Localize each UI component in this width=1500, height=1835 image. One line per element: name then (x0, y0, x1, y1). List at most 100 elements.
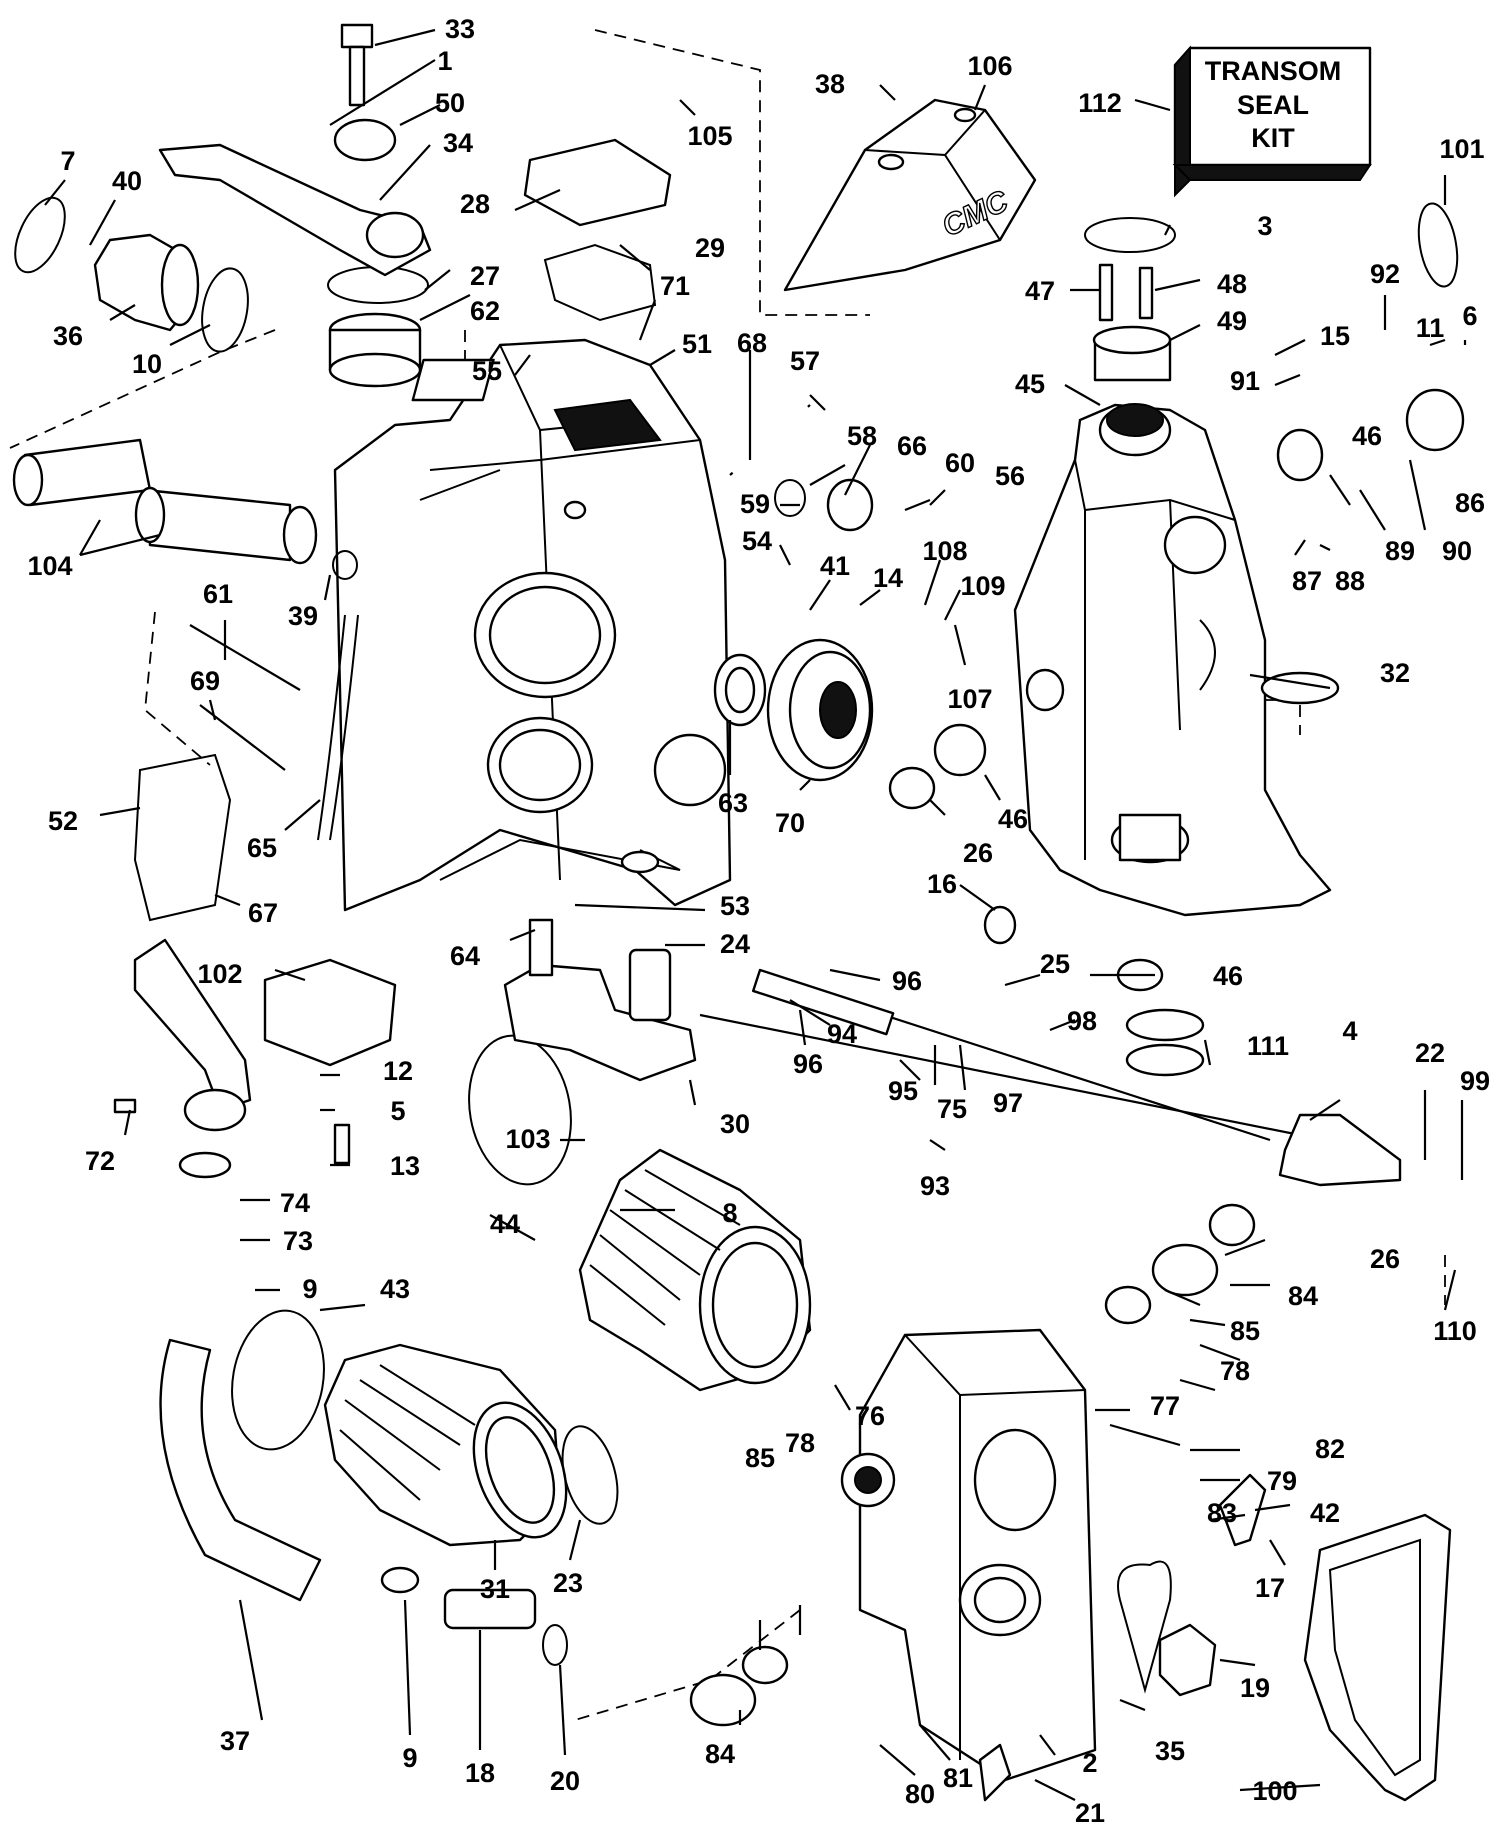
callout-9b: 9 (402, 1743, 417, 1773)
callout-38: 38 (815, 69, 845, 99)
callout-labels: 33 1 50 34 7 40 36 10 27 62 55 28 105 29… (27, 14, 1490, 1828)
callout-24: 24 (720, 929, 750, 959)
callout-97: 97 (993, 1088, 1023, 1118)
callout-14: 14 (873, 563, 903, 593)
callout-80: 80 (905, 1779, 935, 1809)
callout-100: 100 (1252, 1776, 1297, 1806)
callout-64: 64 (450, 941, 480, 971)
callout-96b: 96 (793, 1049, 823, 1079)
callout-19: 19 (1240, 1673, 1270, 1703)
callout-4: 4 (1342, 1016, 1357, 1046)
callout-53: 53 (720, 891, 750, 921)
callout-107: 107 (947, 684, 992, 714)
callout-52: 52 (48, 806, 78, 836)
callout-26b: 26 (1370, 1244, 1400, 1274)
callout-72: 72 (85, 1146, 115, 1176)
callout-9: 9 (302, 1274, 317, 1304)
callout-83: 83 (1207, 1498, 1237, 1528)
callout-61: 61 (203, 579, 233, 609)
callout-22: 22 (1415, 1038, 1445, 1068)
callout-30: 30 (720, 1109, 750, 1139)
callout-78b: 78 (785, 1428, 815, 1458)
callout-71: 71 (660, 271, 690, 301)
callout-2: 2 (1082, 1748, 1097, 1778)
misc-small-parts (12, 23, 1465, 1802)
callout-88: 88 (1335, 566, 1365, 596)
callout-56: 56 (995, 461, 1025, 491)
callout-46c: 46 (1213, 961, 1243, 991)
callout-70: 70 (775, 808, 805, 838)
leader-lines (44, 28, 1467, 1801)
callout-66: 66 (897, 431, 927, 461)
callout-60: 60 (945, 448, 975, 478)
callout-6: 6 (1462, 301, 1477, 331)
transom-seal-kit-box: TRANSOM SEAL KIT (1172, 45, 1372, 198)
callout-20: 20 (550, 1766, 580, 1796)
callout-42: 42 (1310, 1498, 1340, 1528)
callout-104: 104 (27, 551, 72, 581)
callout-18: 18 (465, 1758, 495, 1788)
bellows-parts (93, 233, 812, 1547)
callout-49: 49 (1217, 306, 1247, 336)
callout-46: 46 (1352, 421, 1382, 451)
callout-54: 54 (742, 526, 772, 556)
callout-96: 96 (892, 966, 922, 996)
callout-67: 67 (248, 898, 278, 928)
callout-82: 82 (1315, 1434, 1345, 1464)
gimbal-housing-part (333, 338, 732, 912)
callout-58: 58 (847, 421, 877, 451)
callout-103: 103 (505, 1124, 550, 1154)
callout-33: 33 (445, 14, 475, 44)
callout-51: 51 (682, 329, 712, 359)
callout-12: 12 (383, 1056, 413, 1086)
callout-102: 102 (197, 959, 242, 989)
callout-68: 68 (737, 328, 767, 358)
callout-3: 3 (1257, 211, 1272, 241)
callout-109: 109 (960, 571, 1005, 601)
callout-35: 35 (1155, 1736, 1185, 1766)
callout-40: 40 (112, 166, 142, 196)
callout-89: 89 (1385, 536, 1415, 566)
callout-7: 7 (60, 146, 75, 176)
callout-95: 95 (888, 1076, 918, 1106)
callout-57: 57 (790, 346, 820, 376)
callout-99: 99 (1460, 1066, 1490, 1096)
callout-43: 43 (380, 1274, 410, 1304)
callout-41: 41 (820, 551, 850, 581)
callout-87: 87 (1292, 566, 1322, 596)
callout-98: 98 (1067, 1006, 1097, 1036)
callout-111: 111 (1247, 1031, 1289, 1061)
callout-31: 31 (480, 1574, 510, 1604)
callout-93: 93 (920, 1171, 950, 1201)
callout-23: 23 (553, 1568, 583, 1598)
callout-74: 74 (280, 1188, 310, 1218)
callout-90: 90 (1442, 536, 1472, 566)
callout-50: 50 (435, 88, 465, 118)
callout-28: 28 (460, 189, 490, 219)
callout-108: 108 (922, 536, 967, 566)
callout-46b: 46 (998, 804, 1028, 834)
callout-27: 27 (470, 261, 500, 291)
callout-84: 84 (1288, 1281, 1318, 1311)
callout-59: 59 (740, 489, 770, 519)
callout-17: 17 (1255, 1573, 1285, 1603)
callout-16: 16 (927, 869, 957, 899)
callout-78: 78 (1220, 1356, 1250, 1386)
top-cover-part: CMC (783, 98, 1037, 292)
callout-106: 106 (967, 51, 1012, 81)
callout-11: 11 (1416, 313, 1445, 343)
callout-76: 76 (855, 1401, 885, 1431)
callout-85b: 85 (745, 1443, 775, 1473)
kit-line-3: KIT (1251, 123, 1295, 153)
callout-47: 47 (1025, 276, 1055, 306)
gasket-part (1303, 1513, 1452, 1802)
callout-110: 110 (1433, 1316, 1477, 1346)
callout-62: 62 (470, 296, 500, 326)
callout-29: 29 (695, 233, 725, 263)
callout-1: 1 (437, 46, 452, 76)
callout-69: 69 (190, 666, 220, 696)
callout-84b: 84 (705, 1739, 735, 1769)
callout-34: 34 (443, 128, 473, 158)
clamps-rings-parts (14, 196, 1459, 1727)
